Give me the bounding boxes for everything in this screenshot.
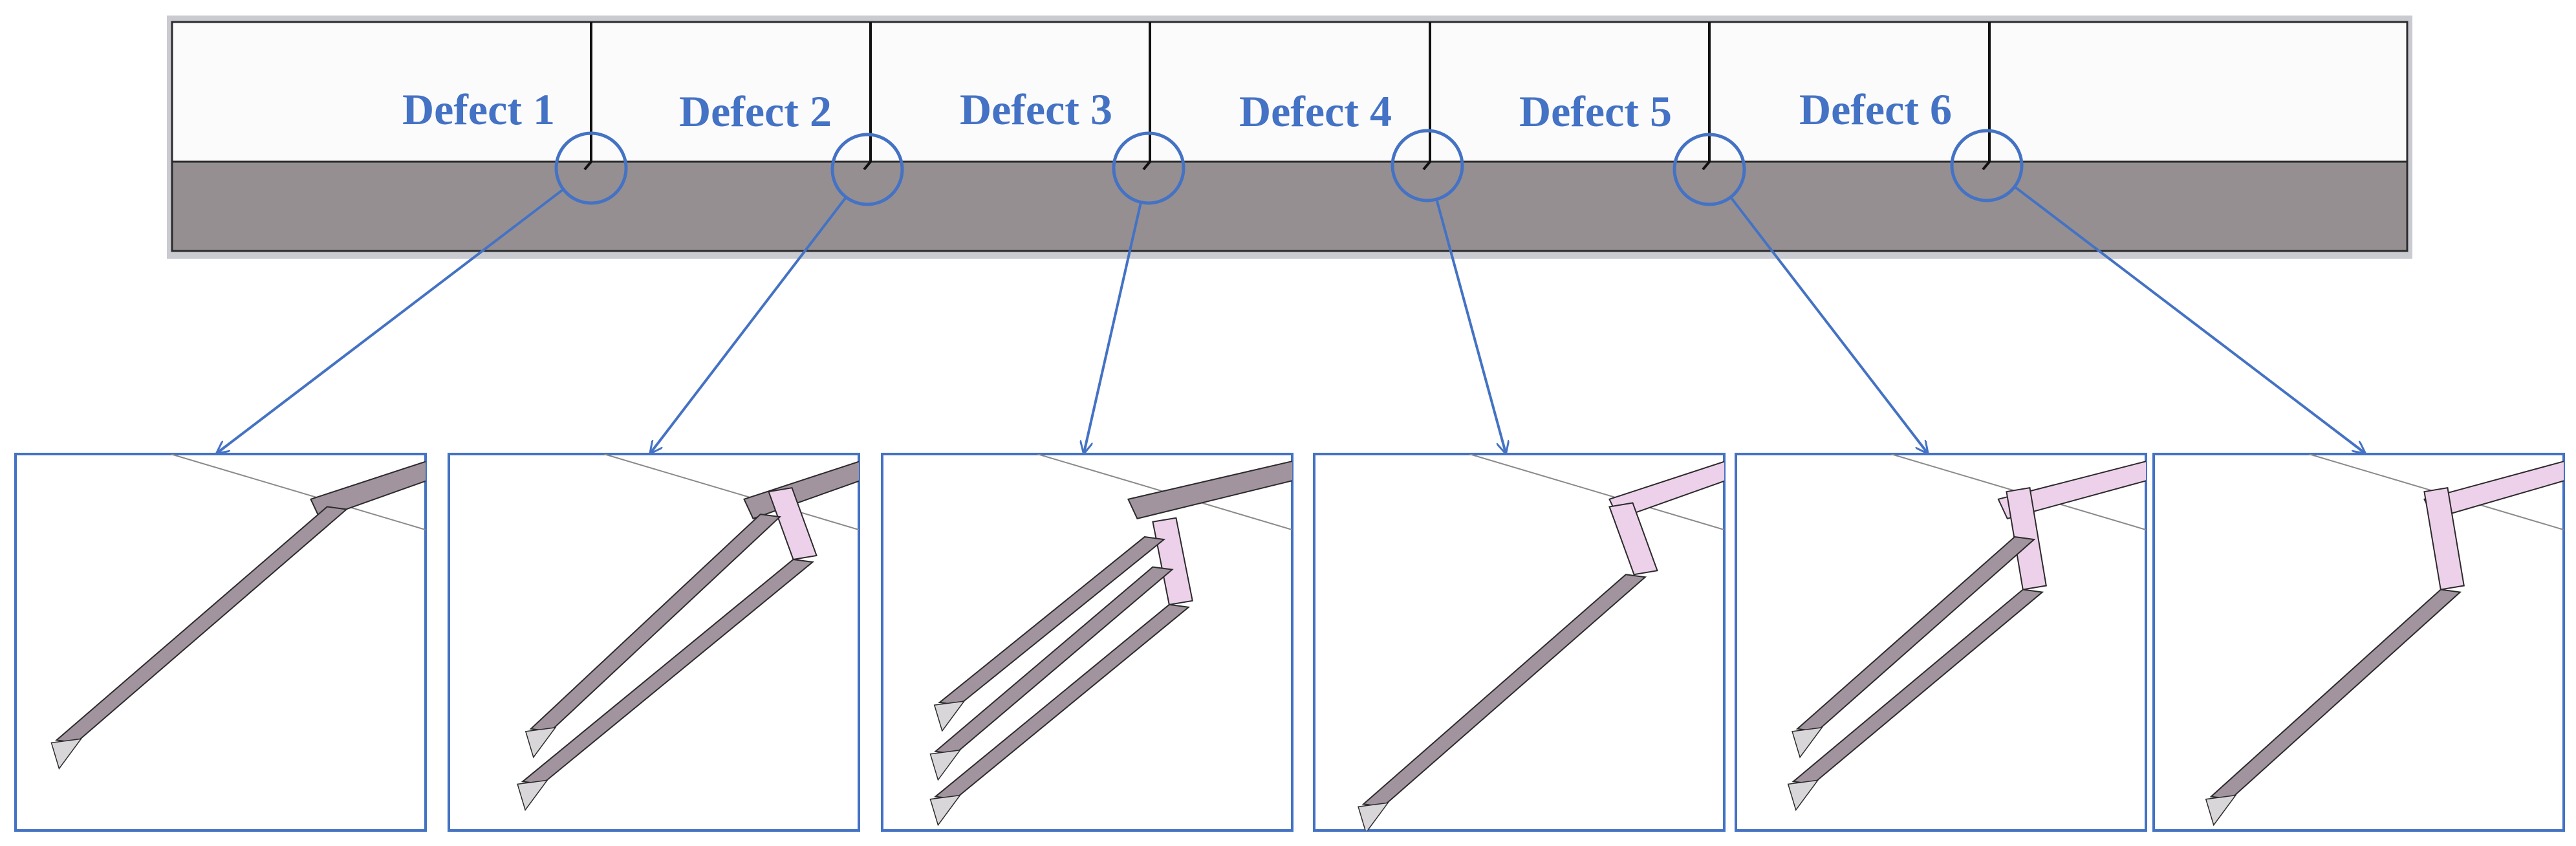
crack-line bbox=[863, 22, 872, 171]
crack-tip bbox=[933, 700, 966, 732]
defect-label: Defect 5 bbox=[1519, 87, 1672, 136]
crack-strip bbox=[1997, 461, 2146, 520]
crack-tip bbox=[50, 738, 83, 770]
defect-label: Defect 1 bbox=[402, 85, 555, 134]
defect-label: Defect 2 bbox=[679, 87, 832, 136]
crack-strip bbox=[1127, 461, 1292, 520]
crack-tip bbox=[525, 726, 557, 759]
crack-pink-segment bbox=[768, 487, 817, 561]
crack-pink-segment bbox=[2423, 487, 2465, 591]
interface-line bbox=[1469, 454, 1724, 531]
defect-arrows bbox=[217, 186, 2365, 453]
defect-arrow bbox=[1435, 199, 1506, 453]
specimen-bar bbox=[167, 16, 2412, 259]
panel-frame bbox=[14, 453, 427, 832]
crack-tip bbox=[517, 779, 548, 811]
crack-line bbox=[583, 22, 592, 171]
panel-frame bbox=[1735, 453, 2147, 832]
crack-pink-segment bbox=[1608, 502, 1658, 576]
defect-label: Defect 6 bbox=[1799, 85, 1952, 134]
interface-line bbox=[603, 454, 859, 531]
crack-tip bbox=[1787, 779, 1819, 811]
defect-arrow bbox=[2013, 186, 2365, 453]
detail-panel bbox=[2152, 453, 2565, 832]
defect-arrow bbox=[651, 196, 847, 453]
interface-line bbox=[170, 454, 426, 531]
crack-tip bbox=[929, 794, 962, 827]
defect-circle bbox=[1112, 131, 1185, 205]
detail-panel bbox=[448, 453, 860, 832]
defect-circle bbox=[1391, 129, 1464, 202]
crack-tip bbox=[1791, 726, 1823, 759]
crack-line bbox=[1982, 22, 1991, 171]
detail-panel bbox=[881, 453, 1293, 832]
defect-arrow bbox=[1084, 202, 1142, 453]
detail-panels bbox=[14, 453, 2565, 832]
crack-lines bbox=[583, 22, 1991, 171]
crack-tip bbox=[1358, 802, 1389, 830]
defect-label: Defect 4 bbox=[1239, 87, 1392, 136]
panel-frame bbox=[1313, 453, 1726, 832]
defect-circle bbox=[830, 133, 904, 206]
crack-tip bbox=[929, 749, 962, 781]
crack-tip bbox=[2205, 794, 2237, 827]
defect-circle bbox=[1950, 129, 2024, 202]
crack-line bbox=[1702, 22, 1711, 171]
crack-strip bbox=[310, 461, 426, 520]
detail-panel bbox=[1735, 453, 2147, 832]
crack-line bbox=[1142, 22, 1151, 171]
upper-layer bbox=[171, 21, 2408, 163]
crack-line bbox=[1422, 22, 1431, 171]
panel-frame bbox=[2152, 453, 2565, 832]
defect-circle bbox=[1672, 133, 1746, 206]
defect-label: Defect 3 bbox=[960, 85, 1112, 134]
substrate-layer bbox=[171, 160, 2408, 252]
defect-arrow bbox=[217, 188, 565, 453]
defect-circles bbox=[554, 129, 2024, 206]
defect-arrow bbox=[1729, 196, 1927, 453]
defect-labels: Defect 1 Defect 2 Defect 3 Defect 4 Defect 5… bbox=[402, 85, 1952, 136]
defect-circle bbox=[554, 131, 628, 205]
detail-panel bbox=[1313, 453, 1726, 832]
detail-panel bbox=[14, 453, 427, 832]
